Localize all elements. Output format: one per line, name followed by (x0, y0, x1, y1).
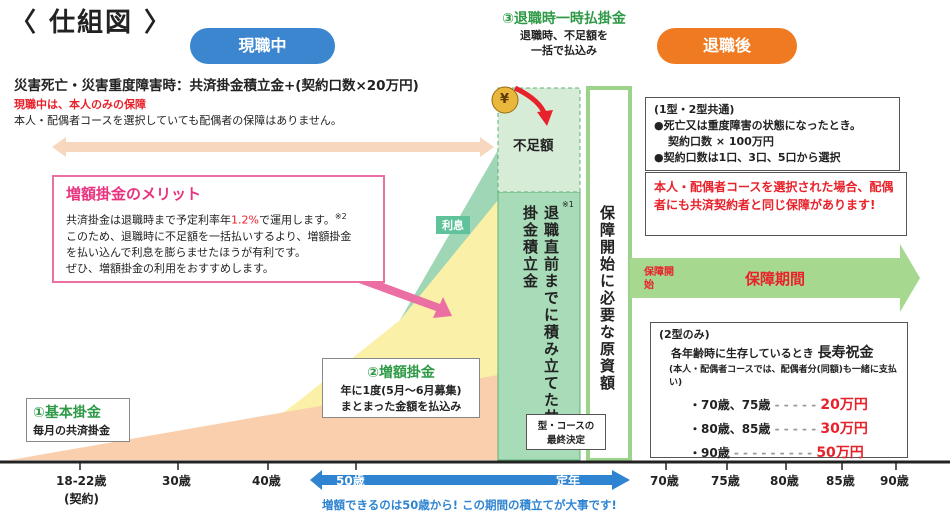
axis-start-sub: (契約) (64, 492, 99, 506)
benefit-line2: 現職中は、本人のみの保障 (14, 98, 146, 111)
increase-period-arrow (310, 470, 630, 490)
axis-90: 90歳 (880, 474, 909, 488)
axis-70: 70歳 (650, 474, 679, 488)
interest-label: 利息 (436, 216, 470, 234)
axis-40: 40歳 (252, 474, 281, 488)
benefit-line1: 災害死亡・災害重度障害時：共済掛金積立金+(契約口数×20万円) (14, 78, 419, 94)
current-coverage-arrow (52, 137, 494, 157)
shortfall-label: 不足額 (513, 138, 554, 154)
coverage-period: 保障期間 (745, 270, 806, 288)
longevity-box: (2型のみ) 各年齢時に生存しているとき 長寿祝金 (本人・配偶者コースでは、配… (650, 322, 908, 461)
axis-30: 30歳 (162, 474, 191, 488)
phase-retired: 退職後 (657, 28, 797, 64)
merit-arrow (356, 276, 452, 318)
lump-sum-info: ③退職時一時払掛金 退職時、不足額を 一括で払込み (502, 11, 626, 57)
merit-box: 増額掛金のメリット 共済掛金は退職時まで予定利率年1.2%で運用します。※2 こ… (52, 175, 385, 283)
coin-bag-icon (491, 86, 519, 114)
coverage-start: 保障開始 (644, 267, 674, 291)
axis-start: 18-22歳 (56, 474, 107, 488)
coin-symbol: ¥ (500, 92, 510, 107)
decision-box: 型・コースの最終決定 (526, 414, 606, 450)
increased-premium-box: ②増額掛金 年に1度(5月～6月募集) まとまった金額を払込み (322, 358, 480, 418)
axis-80: 80歳 (770, 474, 799, 488)
basic-premium-box: ①基本掛金 毎月の共済掛金 (26, 398, 130, 442)
axis-85: 85歳 (826, 474, 855, 488)
axis-50: 50歳 (336, 474, 365, 488)
phase-current: 現職中 (190, 28, 335, 64)
required-fund-label: 保障開始に必要な原資額 (598, 205, 616, 392)
axis-retire: 定年 (556, 474, 581, 488)
axis-75: 75歳 (711, 474, 740, 488)
accumulated-label: 退職直前までに積み立てた共済掛金積立金 (521, 205, 560, 443)
benefit-line3: 本人・配偶者コースを選択していても配偶者の保障はありません。 (14, 114, 342, 127)
footer-note: 増額できるのは50歳から! この期間の積立てが大事です! (322, 498, 617, 512)
merit-heading: 増額掛金のメリット (66, 185, 202, 203)
coverage-period-arrow (630, 244, 920, 312)
spouse-box: 本人・配偶者コースを選択された場合、配偶者にも共済契約者と同じ保障があります! (645, 172, 907, 236)
accumulated-note: ※1 (562, 200, 574, 209)
page-title: 〈 仕組図 〉 (10, 8, 173, 38)
common-benefit-box: (1型・2型共通) ●死亡又は重度障害の状態になったとき。 契約口数 × 100… (645, 97, 900, 171)
